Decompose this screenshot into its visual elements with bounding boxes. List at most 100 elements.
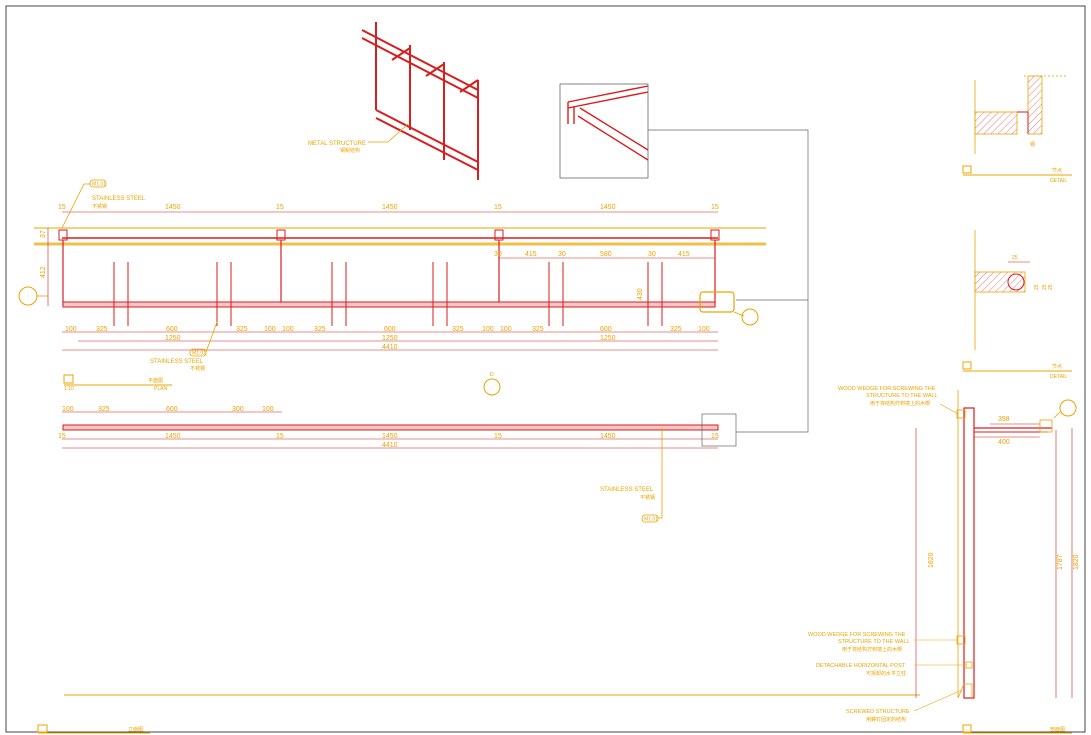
- svg-text:30: 30: [494, 251, 502, 258]
- svg-text:M1.01: M1.01: [192, 351, 206, 357]
- svg-text:STAINLESS STEEL: STAINLESS STEEL: [150, 359, 204, 365]
- svg-text:600: 600: [166, 326, 178, 333]
- detail-1: 钢 节点 DETAIL: [962, 75, 1072, 184]
- detail-2: 25 25 25 25 节点 DETAIL: [962, 230, 1072, 380]
- svg-text:用螺钉固定的结构: 用螺钉固定的结构: [866, 716, 906, 723]
- svg-text:100: 100: [282, 326, 294, 333]
- svg-text:节点: 节点: [1052, 364, 1062, 370]
- svg-text:25: 25: [1034, 284, 1040, 290]
- svg-text:SCREWED STRUCTURE: SCREWED STRUCTURE: [846, 709, 910, 715]
- isometric-metal-structure: [361, 22, 479, 180]
- section-view: 398 400 1820 1787 1820 WOOD WEDGE FOR SC…: [808, 386, 1080, 734]
- svg-text:1250: 1250: [600, 335, 616, 342]
- svg-text:398: 398: [998, 416, 1010, 423]
- svg-text:1250: 1250: [165, 335, 181, 342]
- svg-text:100: 100: [262, 406, 274, 413]
- svg-text:415: 415: [525, 251, 537, 258]
- svg-text:15: 15: [711, 433, 719, 440]
- plan-view: D 15 1450 15 1450 15 1450 15 37 412 30 4…: [18, 179, 766, 396]
- svg-text:用于将结构拧到墙上的木楔: 用于将结构拧到墙上的木楔: [842, 646, 902, 653]
- svg-text:1450: 1450: [600, 433, 616, 440]
- svg-text:100: 100: [62, 406, 74, 413]
- svg-text:25: 25: [1012, 255, 1018, 261]
- svg-text:STAINLESS STEEL: STAINLESS STEEL: [600, 487, 654, 493]
- svg-text:用于将结构拧到墙上的木楔: 用于将结构拧到墙上的木楔: [870, 400, 930, 407]
- svg-text:1450: 1450: [382, 204, 398, 211]
- svg-text:1450: 1450: [165, 204, 181, 211]
- svg-text:不锈钢: 不锈钢: [92, 203, 107, 210]
- svg-text:剖面图: 剖面图: [1050, 726, 1065, 733]
- svg-text:D: D: [490, 372, 494, 378]
- svg-text:325: 325: [532, 326, 544, 333]
- svg-text:不锈钢: 不锈钢: [190, 365, 205, 372]
- svg-text:325: 325: [98, 406, 110, 413]
- svg-text:300: 300: [232, 406, 244, 413]
- svg-text:15: 15: [58, 433, 66, 440]
- svg-text:1820: 1820: [1073, 554, 1080, 570]
- svg-text:1450: 1450: [382, 433, 398, 440]
- elevation-title: 立面图: [37, 694, 920, 734]
- svg-text:15: 15: [494, 204, 502, 211]
- svg-text:25: 25: [1048, 284, 1054, 290]
- zoom-detail-box: [559, 83, 809, 433]
- svg-text:1:10: 1:10: [64, 386, 74, 392]
- svg-text:15: 15: [276, 433, 284, 440]
- svg-text:节点: 节点: [1052, 168, 1062, 174]
- metal-structure-label-cn: 钢制结构: [340, 147, 360, 154]
- svg-text:1450: 1450: [165, 433, 181, 440]
- svg-text:DETACHABLE HORIZONTAL POST: DETACHABLE HORIZONTAL POST: [816, 663, 906, 669]
- svg-text:WOOD WEDGE FOR SCREWING THE: WOOD WEDGE FOR SCREWING THE: [838, 386, 936, 392]
- svg-text:412: 412: [40, 266, 47, 278]
- svg-text:15: 15: [58, 204, 66, 211]
- svg-text:15: 15: [494, 433, 502, 440]
- svg-text:30: 30: [558, 251, 566, 258]
- svg-text:430: 430: [637, 288, 644, 300]
- svg-text:580: 580: [600, 251, 612, 258]
- svg-text:325: 325: [314, 326, 326, 333]
- svg-text:可拆卸的水平立柱: 可拆卸的水平立柱: [866, 670, 906, 677]
- svg-text:M1.01: M1.01: [644, 517, 658, 523]
- svg-text:WOOD WEDGE FOR SCREWING THE: WOOD WEDGE FOR SCREWING THE: [808, 632, 906, 638]
- svg-text:1820: 1820: [928, 552, 935, 568]
- elevation-view: 100 325 600 300 100 15 1450 15 1450 15 1…: [58, 406, 737, 523]
- svg-text:1787: 1787: [1057, 554, 1064, 570]
- svg-text:STRUCTURE TO THE WALL: STRUCTURE TO THE WALL: [838, 639, 910, 645]
- sheet-frame: [5, 5, 1086, 733]
- svg-text:100: 100: [698, 326, 710, 333]
- svg-text:30: 30: [648, 251, 656, 258]
- svg-text:钢: 钢: [1030, 141, 1035, 148]
- svg-text:PLAN: PLAN: [154, 386, 167, 392]
- svg-text:15: 15: [276, 204, 284, 211]
- svg-text:1450: 1450: [600, 204, 616, 211]
- svg-text:400: 400: [998, 439, 1010, 446]
- svg-text:325: 325: [670, 326, 682, 333]
- svg-text:600: 600: [166, 406, 178, 413]
- metal-structure-label: METAL STRUCTURE: [308, 141, 366, 147]
- svg-text:325: 325: [96, 326, 108, 333]
- metal-structure-callout: METAL STRUCTURE 钢制结构: [308, 123, 409, 154]
- svg-text:37: 37: [40, 230, 47, 238]
- svg-text:不锈钢: 不锈钢: [640, 494, 655, 501]
- svg-text:600: 600: [600, 326, 612, 333]
- svg-text:1250: 1250: [382, 335, 398, 342]
- svg-text:415: 415: [678, 251, 690, 258]
- svg-text:立面图: 立面图: [128, 726, 143, 733]
- svg-text:100: 100: [264, 326, 276, 333]
- svg-text:DETAIL: DETAIL: [1050, 178, 1067, 184]
- svg-text:平面图: 平面图: [148, 378, 163, 384]
- svg-text:15: 15: [711, 204, 719, 211]
- svg-text:4410: 4410: [382, 442, 398, 449]
- svg-text:600: 600: [384, 326, 396, 333]
- svg-text:325: 325: [236, 326, 248, 333]
- svg-text:M1.01: M1.01: [92, 182, 106, 188]
- svg-text:STRUCTURE TO THE WALL: STRUCTURE TO THE WALL: [866, 393, 938, 399]
- svg-text:100: 100: [482, 326, 494, 333]
- svg-text:4410: 4410: [382, 344, 398, 351]
- svg-text:STAINLESS STEEL: STAINLESS STEEL: [92, 196, 146, 202]
- svg-text:25: 25: [1042, 284, 1048, 290]
- svg-text:100: 100: [65, 326, 77, 333]
- svg-text:DETAIL: DETAIL: [1050, 374, 1067, 380]
- svg-text:100: 100: [500, 326, 512, 333]
- svg-text:325: 325: [452, 326, 464, 333]
